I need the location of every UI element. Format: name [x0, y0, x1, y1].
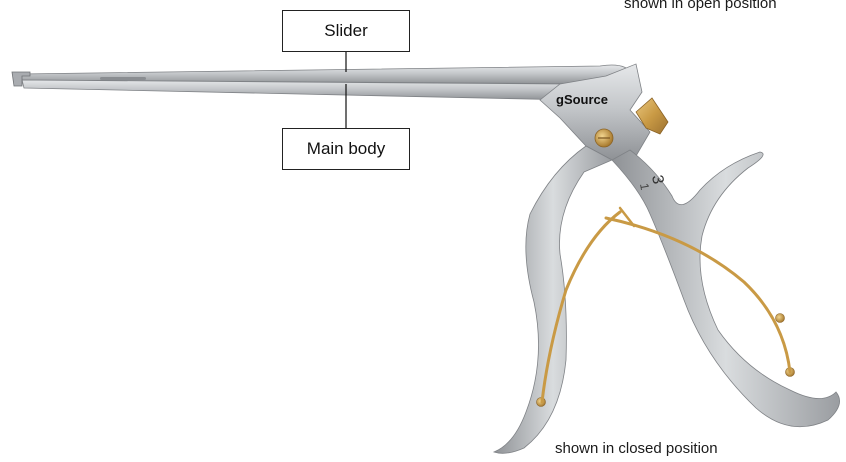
closed-position-caption: shown in closed position — [555, 440, 718, 457]
main-body-label: Main body — [307, 139, 385, 159]
rear-handle: 3 1 — [612, 150, 840, 427]
slider-label: Slider — [324, 21, 367, 41]
rear-rivet-upper — [776, 314, 785, 323]
open-position-caption: shown in open position — [624, 0, 777, 12]
main-body-callout: Main body — [282, 128, 410, 170]
tip-slot — [100, 77, 146, 80]
slider-callout: Slider — [282, 10, 410, 52]
front-handle-grip — [494, 146, 612, 453]
front-handle — [494, 146, 612, 453]
brand-engraving: gSource — [556, 92, 608, 107]
rear-handle-grip — [612, 150, 840, 427]
shaft — [12, 65, 632, 100]
